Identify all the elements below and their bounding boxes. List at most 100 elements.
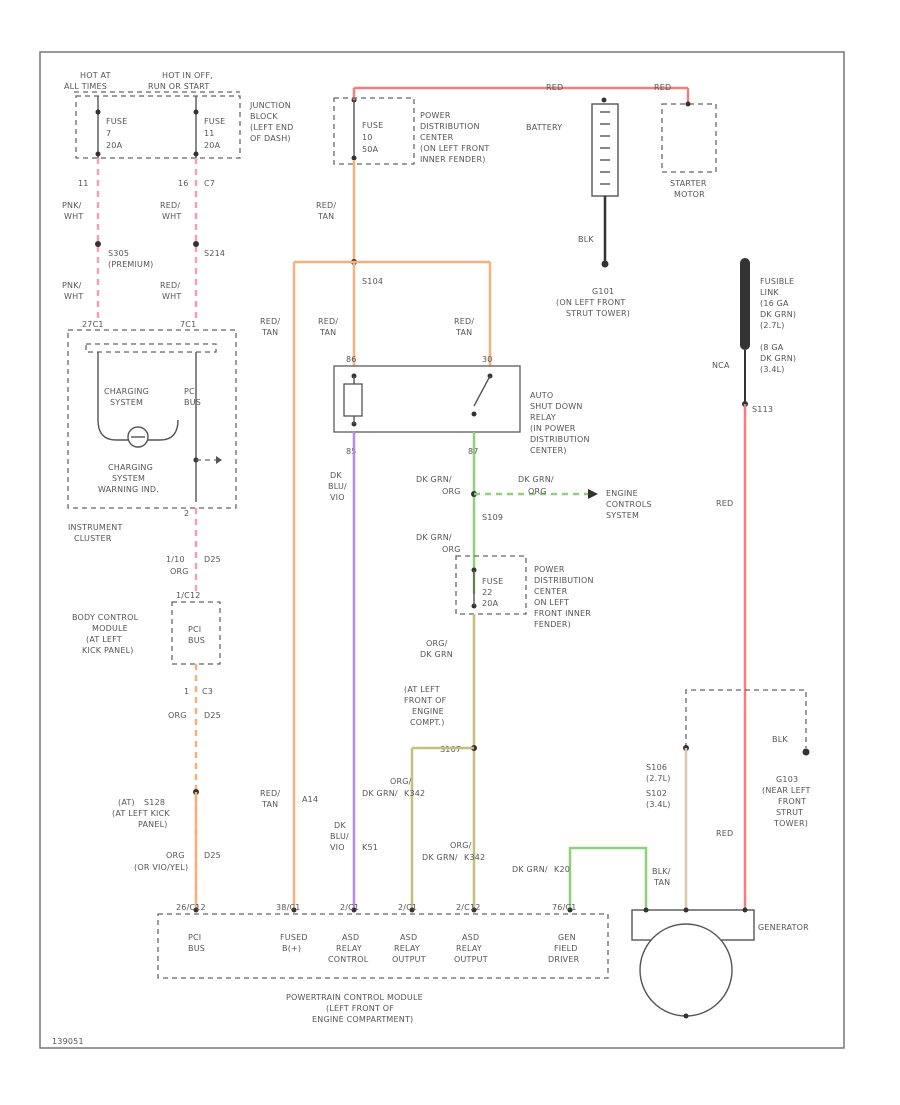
pin-16: 16 bbox=[178, 179, 189, 188]
pcm-label-asd-output-b-2: RELAY bbox=[456, 944, 482, 953]
instrument-cluster-label: INSTRUMENT bbox=[68, 523, 123, 532]
s107-location-1: (AT LEFT bbox=[404, 685, 440, 694]
cluster-pci-label-2: BUS bbox=[184, 398, 201, 407]
dk-blu-label-b: BLU/ bbox=[328, 482, 347, 491]
splice-s107: (AT LEFT FRONT OF ENGINE COMPT.) S107 OR… bbox=[362, 685, 485, 910]
dk-blu-label-c: VIO bbox=[330, 493, 345, 502]
warning-ind-label: CHARGING bbox=[108, 463, 153, 472]
fusible-label-5: (2.7L) bbox=[760, 321, 785, 330]
g103-location-1: (NEAR LEFT bbox=[762, 786, 811, 795]
g103-location-3: STRUT bbox=[776, 808, 803, 817]
bcm-c3-pin: 1 bbox=[184, 687, 189, 696]
s305-label: S305 bbox=[108, 249, 129, 258]
bcm-c3-label: C3 bbox=[202, 687, 213, 696]
asd-label-2: SHUT DOWN bbox=[530, 402, 583, 411]
bcm-label-1: BODY CONTROL bbox=[72, 613, 139, 622]
fusible-label-1: FUSIBLE bbox=[760, 277, 794, 286]
dk-grn-label-f: ORG bbox=[442, 545, 461, 554]
pdc-label-1: POWER bbox=[420, 111, 451, 120]
fusible-label-2: LINK bbox=[760, 288, 779, 297]
s107-location-2: FRONT OF bbox=[404, 696, 447, 705]
g101-location-2: STRUT TOWER) bbox=[566, 309, 630, 318]
pcm-pin-1: 26/C12 bbox=[176, 903, 206, 912]
red-tan-right-a: RED/ bbox=[454, 317, 474, 326]
generator-label: GENERATOR bbox=[758, 923, 809, 932]
starter-terminal bbox=[685, 101, 691, 107]
fuse22-label: FUSE bbox=[482, 577, 503, 586]
cluster-pin-2: 2 bbox=[184, 509, 189, 518]
g103-location-2: FRONT bbox=[778, 797, 806, 806]
s107-code: S107 bbox=[440, 745, 461, 754]
pci-arrow-head bbox=[216, 456, 222, 464]
cluster-pin-27c1: 27C1 bbox=[82, 320, 104, 329]
asd-relay-outline bbox=[333, 365, 521, 433]
generator-case-ground bbox=[683, 1013, 689, 1019]
engine-controls-label: ENGINE bbox=[606, 489, 638, 498]
dk-blu-lower-a: DK bbox=[334, 821, 346, 830]
pcm-label-asd-output-b-3: OUTPUT bbox=[454, 955, 488, 964]
red-tan-mid-b: TAN bbox=[319, 328, 336, 337]
generator: GENERATOR bbox=[631, 907, 809, 1019]
fuse7-number: 7 bbox=[106, 129, 111, 138]
red-tan-left-a: RED/ bbox=[260, 317, 280, 326]
pdc2-label-1: POWER bbox=[534, 565, 565, 574]
battery: RED RED BATTERY BLK G101 (ON LEFT FRONT … bbox=[526, 83, 717, 318]
junction-block-label: JUNCTION bbox=[249, 101, 291, 110]
fusible-label-7: DK GRN) bbox=[760, 354, 796, 363]
dk-grn-label-c: DK GRN/ bbox=[518, 475, 554, 484]
instrument-cluster: CHARGING SYSTEM PCI BUS CHARGING SYSTEM … bbox=[67, 329, 237, 592]
pdc-label-3: CENTER bbox=[420, 133, 454, 142]
junction-block-fuses: HOT AT ALL TIMES HOT IN OFF, RUN OR STAR… bbox=[64, 71, 293, 188]
pcm-label-pci: PCI bbox=[188, 933, 201, 942]
pcm-label-asd-output-b: ASD bbox=[462, 933, 479, 942]
battery-positive-dot bbox=[601, 97, 607, 103]
org-dkgrn-label-a: ORG/ bbox=[426, 639, 448, 648]
fuse7-bottom-dot bbox=[95, 151, 101, 157]
fusible-link-body bbox=[740, 258, 750, 350]
s128-code: S128 bbox=[144, 798, 165, 807]
starter-motor-outline bbox=[661, 103, 717, 173]
relay-coil bbox=[343, 383, 363, 417]
starter-label-2: MOTOR bbox=[674, 190, 705, 199]
diagram-frame bbox=[39, 51, 845, 1049]
g103-blk-label: BLK bbox=[772, 735, 788, 744]
bcm-wire-color: ORG bbox=[168, 711, 187, 720]
premium-label: (PREMIUM) bbox=[108, 260, 154, 269]
fuse11-top-dot bbox=[193, 109, 199, 115]
fuse22-rating: 20A bbox=[482, 599, 499, 608]
s128-at-label: (AT) bbox=[118, 798, 135, 807]
fusible-label-3: (16 GA bbox=[760, 299, 789, 308]
pdc2-label-6: FENDER) bbox=[534, 620, 571, 629]
red-tan-right-b: TAN bbox=[455, 328, 472, 337]
pcm-label-asd-output: ASD bbox=[400, 933, 417, 942]
s107-wire-a: ORG/ bbox=[390, 777, 412, 786]
body-control-module: 1/C12 BODY CONTROL MODULE (AT LEFT KICK … bbox=[72, 591, 221, 900]
g103-label: G103 bbox=[776, 775, 798, 784]
s128-location: (AT LEFT KICK bbox=[112, 809, 170, 818]
fuse10-label: FUSE bbox=[362, 121, 383, 130]
bcm-wire-code: D25 bbox=[204, 711, 221, 720]
ground-g101 bbox=[601, 260, 609, 268]
splice-s128: (AT) S128 (AT LEFT KICK PANEL) ORG D25 (… bbox=[112, 789, 221, 910]
asd-label-1: AUTO bbox=[530, 391, 553, 400]
pcm-label-gen: GEN bbox=[558, 933, 576, 942]
bcm-pci-label-2: BUS bbox=[188, 636, 205, 645]
diagram-code: 139051 bbox=[52, 1037, 84, 1046]
red-wht-label-c: RED/ bbox=[160, 281, 180, 290]
field-driver-green-wire bbox=[568, 846, 648, 910]
red-wht-label-a: RED/ bbox=[160, 201, 180, 210]
engine-controls-label-2: CONTROLS bbox=[606, 500, 652, 509]
pdc-fuse-22: FUSE 22 20A POWER DISTRIBUTION CENTER ON… bbox=[420, 555, 593, 910]
junction-block-outline bbox=[75, 95, 241, 159]
dk-grn-label-e: DK GRN/ bbox=[416, 533, 452, 542]
relay-switch-arm bbox=[473, 375, 491, 407]
red-tan-lower-code: A14 bbox=[302, 795, 318, 804]
cluster-inner-bus bbox=[85, 343, 217, 353]
asd-label-6: CENTER) bbox=[530, 446, 567, 455]
g101-label: G101 bbox=[592, 287, 614, 296]
dk-blu-lower-code: K51 bbox=[362, 843, 378, 852]
pdc-label-4: (ON LEFT FRONT bbox=[420, 144, 489, 153]
pcm-pin-4: 2/C1 bbox=[398, 903, 417, 912]
field-driver-code: K20 bbox=[554, 865, 570, 874]
red-tan-label-b: TAN bbox=[317, 212, 334, 221]
